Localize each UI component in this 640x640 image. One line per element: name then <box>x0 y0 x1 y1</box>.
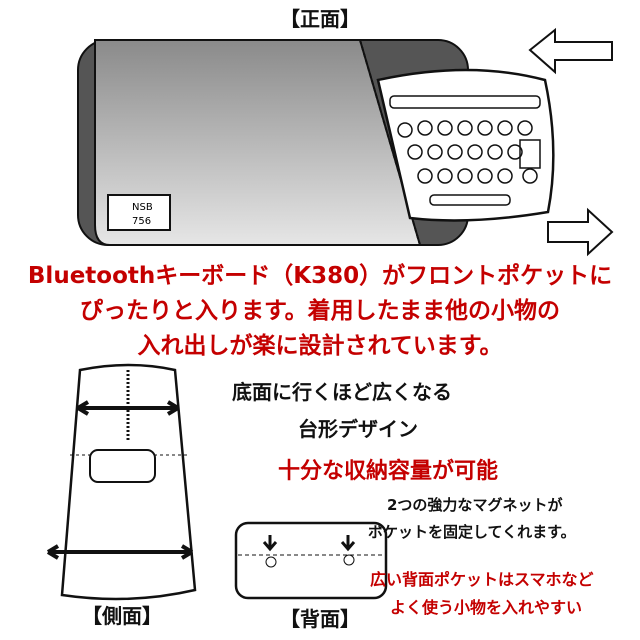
width-arrow-bottom-icon <box>46 544 194 560</box>
width-arrow-top-icon <box>76 400 180 416</box>
back-caption-line-1: 広い背面ポケットはスマホなど <box>370 570 594 589</box>
keyboard-icon <box>376 68 555 222</box>
front-label: 【正面】 <box>280 7 360 31</box>
patch-text-2: 756 <box>132 216 151 227</box>
side-caption-line-2: 台形デザイン <box>298 417 418 441</box>
main-caption-line-1: Bluetoothキーボード（K380）がフロントポケットに <box>27 263 613 289</box>
side-caption-highlight: 十分な収納容量が可能 <box>278 459 499 484</box>
main-caption-line-3: 入れ出しが楽に設計されています。 <box>137 333 503 359</box>
side-label: 【側面】 <box>82 604 162 628</box>
brand-patch <box>107 194 171 231</box>
magnet-caption-line-1: 2つの強力なマグネットが <box>387 496 563 514</box>
main-caption-line-2: ぴったりと入ります。着用したまま他の小物の <box>79 298 560 324</box>
magnet-caption-line-2: ポケットを固定してくれます。 <box>368 523 576 541</box>
back-caption-line-2: よく使う小物を入れやすい <box>390 598 583 617</box>
magnet-arrow-icon <box>340 535 356 552</box>
patch-text-1: NSB <box>132 202 153 213</box>
arrow-right-icon <box>547 207 614 257</box>
front-pouch-illustration: NSB 756 <box>77 27 614 257</box>
arrow-left-icon <box>528 27 613 75</box>
side-caption-line-1: 底面に行くほど広くなる <box>232 380 452 404</box>
magnet-arrow-icon <box>262 535 278 552</box>
back-label: 【背面】 <box>280 607 360 631</box>
